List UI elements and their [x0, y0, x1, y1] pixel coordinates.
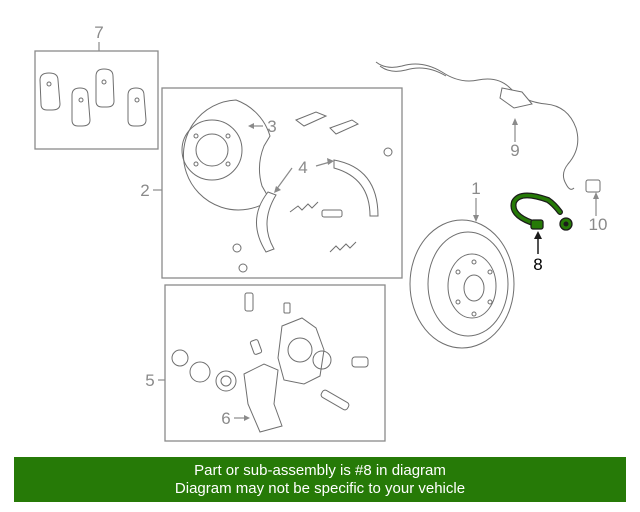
parking-brake-box — [161, 87, 403, 279]
footer-banner: Part or sub-assembly is #8 in diagram Di… — [14, 457, 626, 502]
callout-9[interactable]: 9 — [510, 141, 519, 160]
brake-pads-box — [34, 50, 159, 150]
callout-8[interactable]: 8 — [533, 255, 542, 274]
banner-line-2: Diagram may not be specific to your vehi… — [174, 479, 466, 497]
callout-7[interactable]: 7 — [94, 23, 103, 42]
callout-4[interactable]: 4 — [298, 158, 307, 177]
callout-5[interactable]: 5 — [145, 371, 154, 390]
brake-rotor[interactable] — [409, 198, 515, 349]
callout-10[interactable]: 10 — [589, 215, 608, 234]
abs-sensor-harness[interactable] — [375, 61, 601, 216]
banner-line-1: Part or sub-assembly is #8 in diagram — [194, 461, 446, 479]
caliper-bracket — [243, 363, 283, 433]
caliper-group[interactable] — [158, 284, 386, 442]
caliper-box — [164, 284, 386, 442]
callout-1[interactable]: 1 — [471, 179, 480, 198]
brake-shoe-left — [256, 191, 277, 253]
callout-3[interactable]: 3 — [267, 117, 276, 136]
caliper-body — [277, 317, 325, 385]
brake-shoe-right — [333, 159, 379, 217]
brake-hose-highlighted[interactable] — [510, 192, 573, 254]
brake-shoes-group[interactable] — [153, 87, 403, 279]
brake-pads-group[interactable] — [34, 42, 159, 150]
callout-6[interactable]: 6 — [221, 409, 230, 428]
callout-2[interactable]: 2 — [140, 181, 149, 200]
